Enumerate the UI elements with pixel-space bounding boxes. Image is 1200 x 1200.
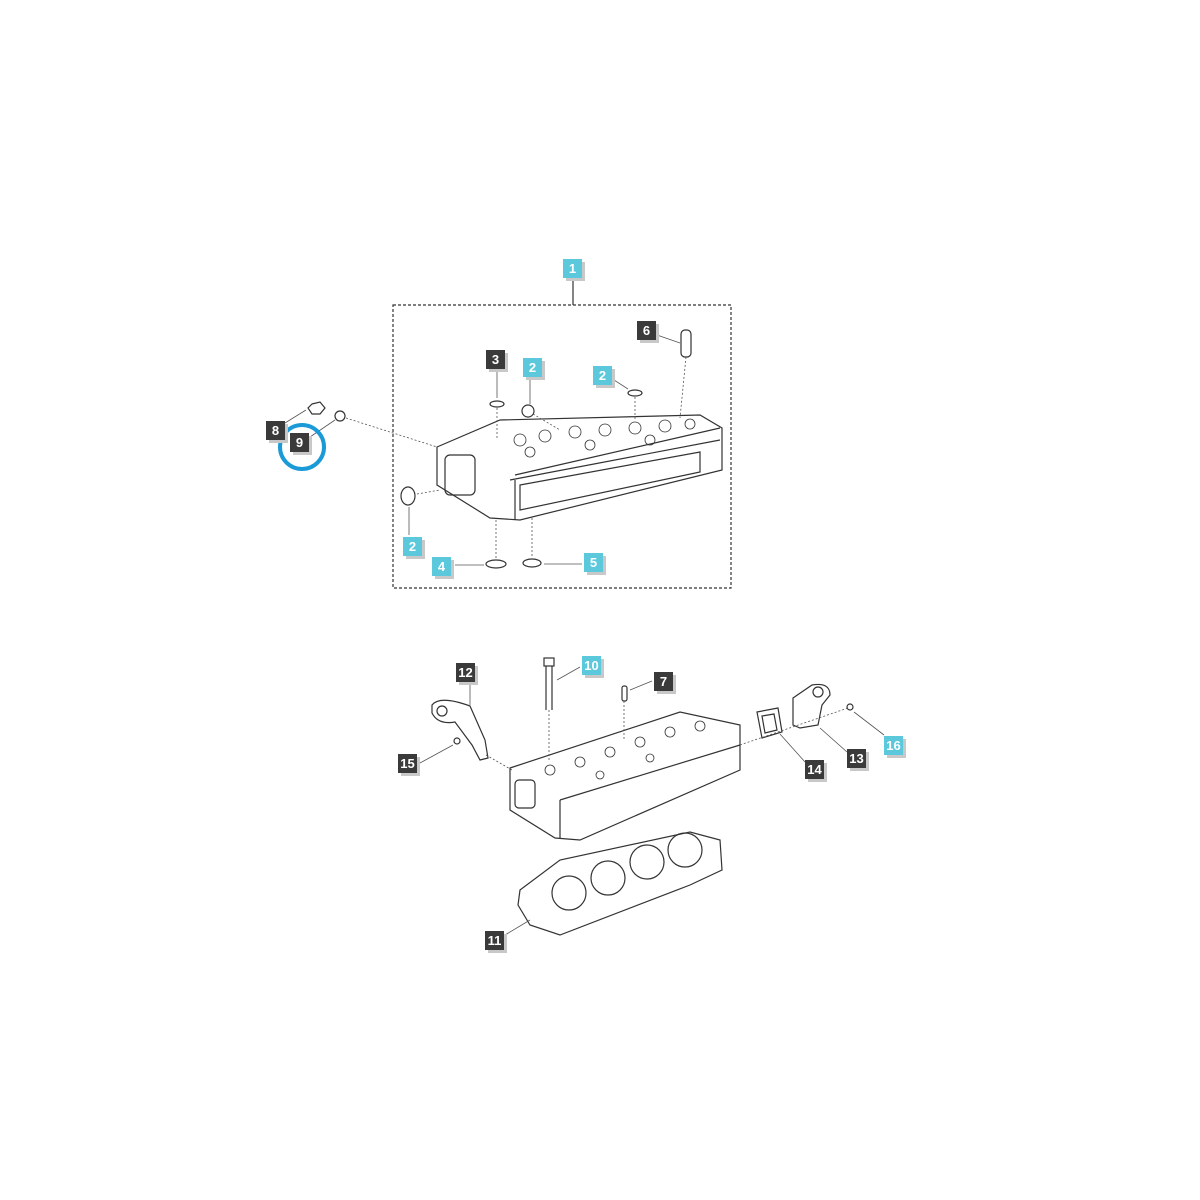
- washer-9: [334, 410, 346, 422]
- cylinder-head-lower: [509, 711, 741, 841]
- part-callout-13[interactable]: 13: [847, 749, 866, 768]
- valve-seal-part: [489, 400, 505, 408]
- assembly-group-box: [392, 304, 732, 589]
- seal-ring-4: [485, 559, 507, 569]
- plug-part: [627, 389, 643, 397]
- part-callout-1[interactable]: 1: [563, 259, 582, 278]
- lifting-bracket-12: [431, 699, 489, 761]
- head-bolt-part: [543, 657, 555, 667]
- head-gasket-11: [517, 831, 723, 936]
- part-callout-15[interactable]: 15: [398, 754, 417, 773]
- gasket-14: [756, 707, 783, 739]
- part-callout-7[interactable]: 7: [654, 672, 673, 691]
- part-callout-16[interactable]: 16: [884, 736, 903, 755]
- part-callout-14[interactable]: 14: [805, 760, 824, 779]
- cylinder-head-upper: [436, 414, 723, 521]
- part-callout-4[interactable]: 4: [432, 557, 451, 576]
- cup-plug-part: [400, 486, 416, 506]
- part-callout-2[interactable]: 2: [403, 537, 422, 556]
- part-callout-9[interactable]: 9: [290, 433, 309, 452]
- part-callout-2[interactable]: 2: [593, 366, 612, 385]
- part-callout-5[interactable]: 5: [584, 553, 603, 572]
- part-callout-12[interactable]: 12: [456, 663, 475, 682]
- seal-ring-5: [522, 558, 542, 568]
- part-callout-3[interactable]: 3: [486, 350, 505, 369]
- part-callout-11[interactable]: 11: [485, 931, 504, 950]
- bolt-16: [846, 703, 854, 711]
- lifting-bracket-13: [792, 683, 831, 729]
- bolt-15: [453, 737, 461, 745]
- part-callout-10[interactable]: 10: [582, 656, 601, 675]
- part-callout-6[interactable]: 6: [637, 321, 656, 340]
- plug-nut-8: [307, 401, 326, 415]
- dowel-sleeve-part: [680, 329, 692, 358]
- selected-part-ring: [278, 423, 326, 471]
- part-callout-2[interactable]: 2: [523, 358, 542, 377]
- plug-ball-part: [521, 404, 535, 418]
- part-callout-8[interactable]: 8: [266, 421, 285, 440]
- dowel-pin-part: [621, 685, 628, 702]
